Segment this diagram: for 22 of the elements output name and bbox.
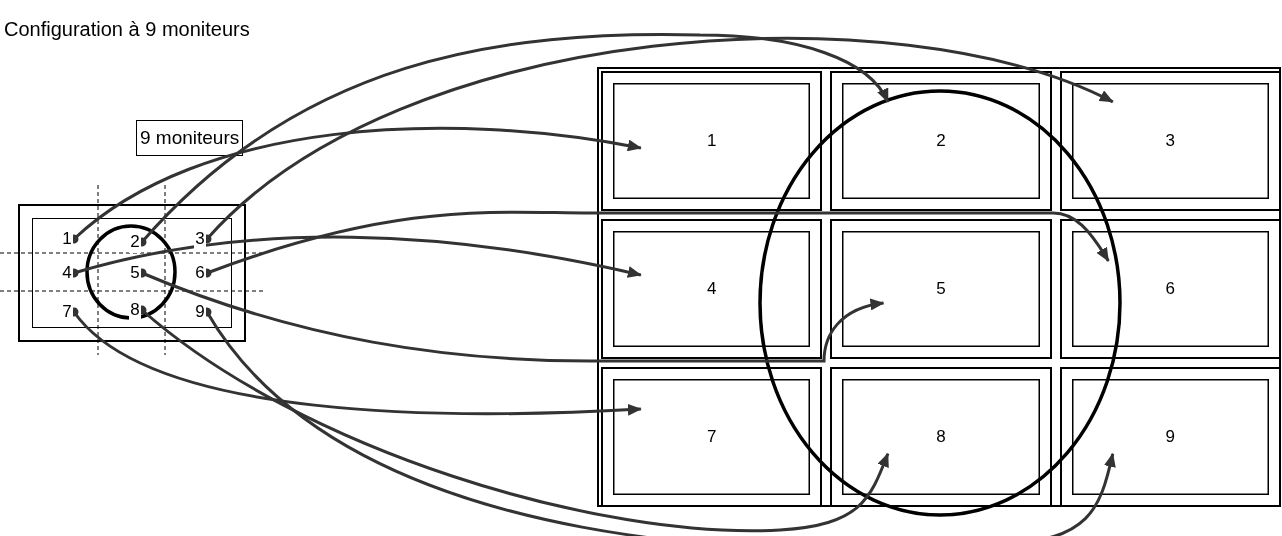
monitor-number: 1	[706, 131, 717, 151]
diagram-title: Configuration à 9 moniteurs	[4, 18, 250, 41]
monitor-screen	[1059, 71, 1281, 211]
monitor-screen	[1059, 367, 1281, 507]
monitor-number: 9	[1165, 427, 1176, 447]
monitor-screen	[830, 367, 1052, 507]
monitor-number: 5	[936, 279, 946, 299]
monitor-number: 6	[1165, 279, 1176, 299]
monitor-number: 3	[1165, 131, 1176, 151]
monitor-screen	[601, 219, 823, 359]
monitor-number: 4	[706, 279, 717, 299]
caption-label: 9 moniteurs	[136, 120, 244, 156]
video-wall	[597, 67, 1281, 507]
monitor-number: 2	[936, 131, 946, 151]
monitor-screen	[601, 71, 823, 211]
monitor-screen	[830, 219, 1052, 359]
monitor-screen	[1059, 219, 1281, 359]
monitor-number: 8	[936, 427, 946, 447]
monitor-number: 7	[706, 427, 717, 447]
monitor-screen	[830, 71, 1052, 211]
source-screen	[18, 204, 246, 342]
monitor-screen	[601, 367, 823, 507]
